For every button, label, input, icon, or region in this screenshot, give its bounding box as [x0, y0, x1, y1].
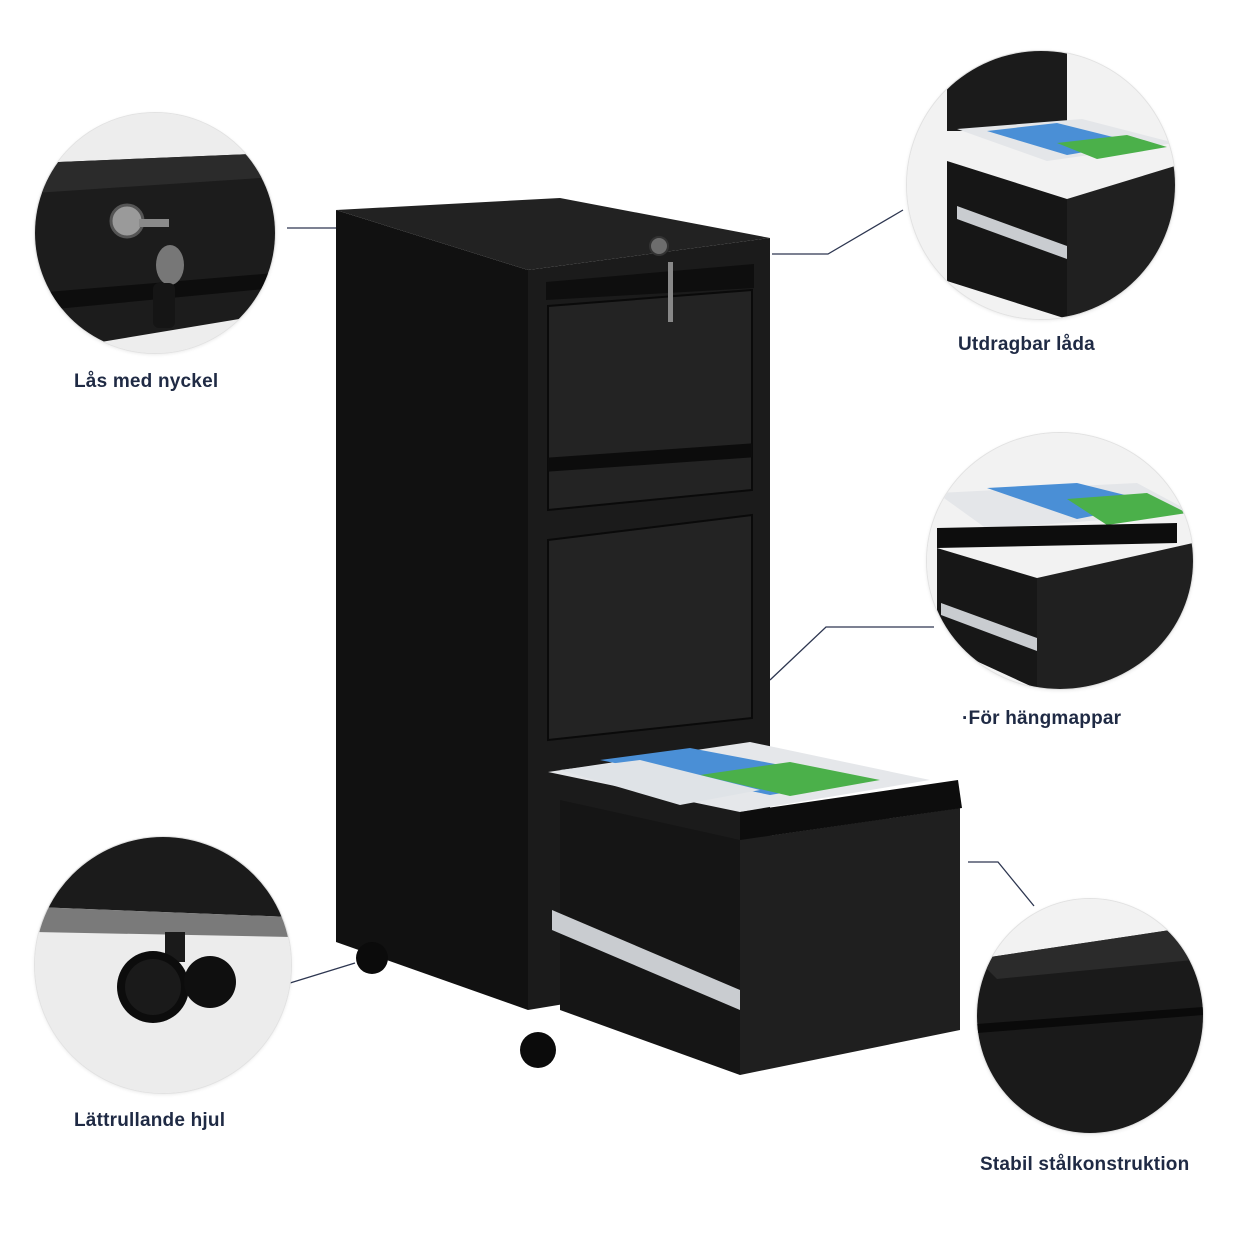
drawer-closeup-image: [907, 51, 1175, 319]
steel-closeup-image: [977, 899, 1203, 1133]
label-folders: ·För hängmappar: [962, 708, 1122, 729]
label-lock: Lås med nyckel: [74, 371, 219, 392]
callout-lock: [34, 112, 276, 354]
folders-closeup-image: [927, 433, 1193, 689]
callout-steel: [976, 898, 1204, 1134]
callout-folders: [926, 432, 1194, 690]
label-drawer: Utdragbar låda: [958, 334, 1095, 355]
filing-cabinet-image: [336, 198, 962, 1075]
callout-drawer: [906, 50, 1176, 320]
label-steel: Stabil stålkonstruktion: [980, 1154, 1190, 1175]
lock-closeup-image: [35, 113, 275, 353]
wheels-closeup-image: [35, 837, 291, 1093]
callout-wheels: [34, 836, 292, 1094]
label-wheels: Lättrullande hjul: [74, 1110, 226, 1131]
leader-steel: [968, 861, 1035, 907]
